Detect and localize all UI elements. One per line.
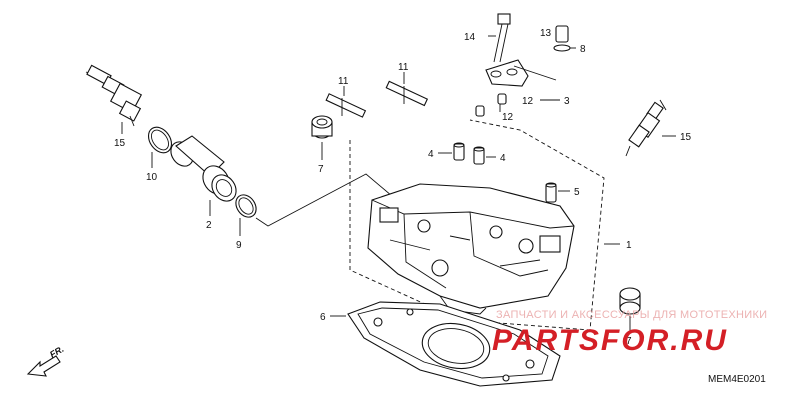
callout-13: 13 bbox=[540, 28, 552, 39]
intake-pipe-2[interactable] bbox=[166, 135, 241, 206]
callout-11b: 11 bbox=[398, 62, 409, 73]
cap-nut-13[interactable] bbox=[555, 25, 569, 43]
callout-7b: 7 bbox=[626, 336, 632, 347]
callout-8: 8 bbox=[580, 44, 586, 55]
o-ring-10[interactable] bbox=[144, 123, 176, 157]
callout-15a: 15 bbox=[114, 138, 126, 149]
dowel-pin-12a[interactable] bbox=[497, 93, 507, 105]
dowel-pin-4b[interactable] bbox=[473, 146, 485, 165]
callout-14: 14 bbox=[464, 32, 476, 43]
callout-9: 9 bbox=[236, 240, 242, 251]
callout-1: 1 bbox=[626, 240, 632, 251]
pipe-5[interactable] bbox=[545, 182, 557, 203]
valve-stem-seal-7-lower[interactable] bbox=[619, 287, 641, 315]
bolt-14[interactable] bbox=[493, 13, 511, 63]
callout-12b: 12 bbox=[502, 112, 514, 123]
direction-label: FR. bbox=[48, 344, 66, 360]
front-direction-indicator: FR. bbox=[26, 344, 66, 377]
callout-3: 3 bbox=[564, 96, 570, 107]
diagram-code: MEM4E0201 bbox=[708, 374, 766, 385]
callout-5: 5 bbox=[574, 187, 580, 198]
callout-7a: 7 bbox=[318, 164, 324, 175]
callout-6: 6 bbox=[320, 312, 326, 323]
callout-11a: 11 bbox=[338, 76, 349, 87]
washer-8[interactable] bbox=[553, 44, 571, 52]
holder-3[interactable] bbox=[485, 59, 529, 87]
watermark-logo: PARTSFOR.RU bbox=[492, 324, 728, 357]
callout-12a: 12 bbox=[522, 96, 534, 107]
o-ring-9[interactable] bbox=[232, 191, 261, 221]
callout-4b: 4 bbox=[500, 153, 506, 164]
watermark-tagline: ЗАПЧАСТИ И АКСЕССУАРЫ ДЛЯ МОТОТЕХНИКИ bbox=[496, 309, 767, 321]
callout-15b: 15 bbox=[680, 132, 692, 143]
stud-bolt-11-right[interactable] bbox=[385, 80, 429, 107]
dowel-pin-12b[interactable] bbox=[475, 105, 485, 117]
spark-plug-left[interactable] bbox=[85, 64, 143, 127]
callout-4a: 4 bbox=[428, 149, 434, 160]
callout-10: 10 bbox=[146, 172, 158, 183]
spark-plug-right[interactable] bbox=[625, 99, 667, 157]
callout-2: 2 bbox=[206, 220, 212, 231]
valve-stem-seal-7-upper[interactable] bbox=[311, 115, 333, 139]
head-gasket-6[interactable] bbox=[347, 301, 561, 387]
cylinder-head-1[interactable] bbox=[367, 183, 575, 315]
dowel-pin-4a[interactable] bbox=[453, 142, 465, 161]
stud-bolt-11-left[interactable] bbox=[325, 93, 367, 118]
